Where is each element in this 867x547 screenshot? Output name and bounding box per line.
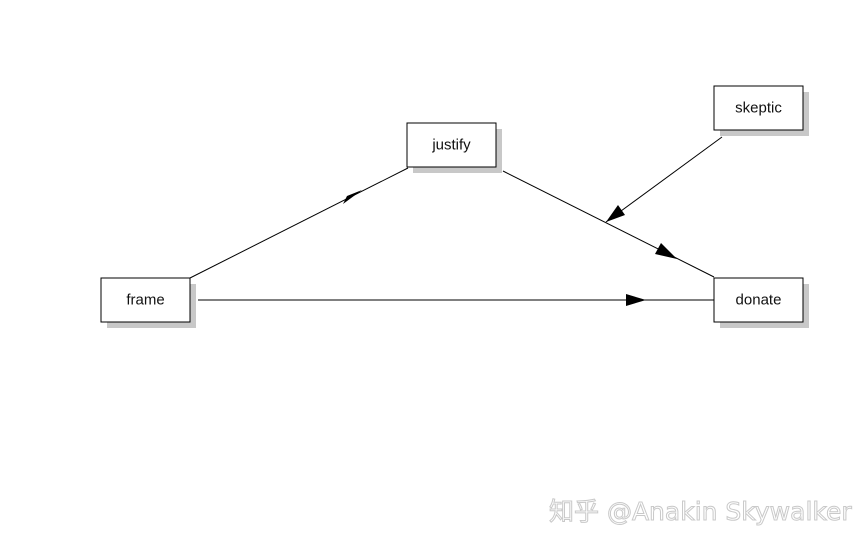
arrowhead-skeptic-to-path xyxy=(606,205,625,222)
node-justify-box xyxy=(406,122,497,168)
node-frame-box xyxy=(100,277,191,323)
arrowhead-frame-to-donate xyxy=(626,294,646,306)
node-donate: donate xyxy=(713,277,809,328)
arrowhead-justify-to-donate xyxy=(655,243,677,259)
arrowhead-frame-to-justify xyxy=(343,190,362,204)
edge-frame-to-justify xyxy=(189,167,409,279)
node-skeptic: skeptic xyxy=(713,85,809,136)
node-donate-box xyxy=(713,277,804,323)
node-donate-label: donate xyxy=(736,292,782,309)
edges xyxy=(189,136,723,306)
node-justify: justify xyxy=(406,122,502,173)
edge-skeptic-to-path xyxy=(605,136,723,223)
watermark: 知乎 @Anakin Skywalker xyxy=(549,497,853,527)
node-frame: frame xyxy=(100,277,196,328)
node-skeptic-label: skeptic xyxy=(735,100,782,117)
edge-justify-to-donate xyxy=(502,170,715,278)
node-skeptic-box xyxy=(713,85,804,131)
node-frame-label: frame xyxy=(126,292,164,309)
node-justify-label: justify xyxy=(431,137,471,154)
